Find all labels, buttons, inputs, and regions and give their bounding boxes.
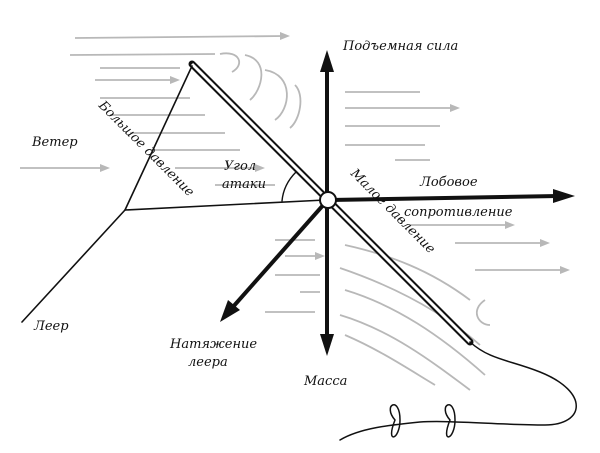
tail-bow-left-icon [389, 404, 401, 438]
drag-label-line2: сопротивление [404, 205, 513, 220]
airflow-upper [20, 35, 286, 186]
tension-vector [220, 201, 327, 322]
high-pressure-label: Большое давление [94, 98, 197, 201]
angle-of-attack-arc [281, 171, 297, 202]
weight-label: Масса [303, 374, 347, 389]
center-of-pressure-point [319, 191, 337, 209]
force-vectors [220, 50, 575, 356]
lift-vector [320, 50, 334, 198]
wind-label: Ветер [31, 135, 78, 150]
drag-label-line1: Лобовое [419, 175, 478, 190]
airflow-leeward [265, 91, 565, 313]
airflow-wake [339, 244, 491, 391]
lift-label: Подъемная сила [342, 39, 458, 54]
kite-tail [339, 341, 577, 441]
bridle-and-tether [21, 65, 326, 323]
airflow-arrowheads [100, 32, 570, 274]
drag-vector [329, 189, 575, 203]
tether-label: Леер [33, 319, 69, 334]
airflow-eddies-top [219, 52, 302, 129]
airflow-streamlines [20, 32, 570, 391]
tension-label-line1: Натяжение [169, 337, 257, 352]
tension-label-line2: леера [188, 355, 228, 370]
angle-of-attack-label-line2: атаки [222, 177, 266, 192]
weight-vector [320, 202, 334, 356]
tail-bow-right-icon [444, 404, 456, 438]
angle-of-attack-label-line1: Угол [224, 159, 256, 174]
diagram-labels: Подъемная сила Ветер Большое давление Уг… [31, 39, 513, 389]
